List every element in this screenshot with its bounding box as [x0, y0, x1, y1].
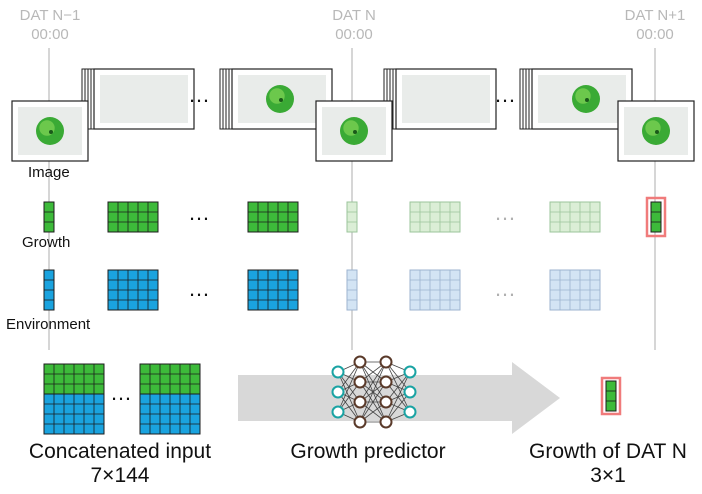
image-stack-2-plant-center [279, 98, 283, 102]
nn-edge-1-2-0 [359, 361, 387, 403]
nn-neuron-2-0 [379, 355, 393, 369]
growth-block-4-bg [549, 201, 601, 233]
growth-block-2-bg [247, 201, 299, 233]
nn-neuron-2-3 [379, 415, 393, 429]
row-label-growth: Growth [22, 234, 71, 251]
growth-target-outline [645, 196, 667, 238]
time-label: 00:00 [31, 26, 69, 43]
nn-neuron-1-2 [353, 395, 367, 409]
nn-neuron-3-0 [403, 365, 417, 379]
time-label: 00:00 [335, 26, 373, 43]
growth-col-dat-n-bg [346, 201, 358, 233]
row-label-environment: Environment [6, 316, 91, 333]
nn-neuron-1-0 [353, 355, 367, 369]
dat-label: DAT N+1 [624, 7, 686, 24]
caption-title: Growth predictor [290, 440, 446, 463]
image-stack-4-plant-center [585, 98, 589, 102]
image-stack-3-photo [402, 75, 490, 123]
image-dat-n-minus-1-plant-center [49, 130, 53, 134]
time-label: 00:00 [636, 26, 674, 43]
growth-block-3-bg [409, 201, 461, 233]
timeline-label-dat-n-plus-1: DAT N+1 00:00 [615, 6, 695, 44]
output-target-outline [600, 376, 622, 416]
growth-col-dat-n-plus-1-bg [650, 201, 662, 233]
nn-edge-1-3-1 [359, 381, 387, 423]
ellipsis-growth-2: … [494, 200, 516, 225]
ellipsis-environment-1: … [188, 276, 210, 301]
ellipsis-growth-1: … [188, 200, 210, 225]
nn-edge-0-2-0 [337, 361, 361, 413]
nn-neuron-1-3 [353, 415, 367, 429]
image-dat-n-plus-1-plant-center [655, 130, 659, 134]
ellipsis-environment-2: … [494, 276, 516, 301]
growth-block-1-bg [107, 201, 159, 233]
caption-title: Concatenated input [28, 440, 212, 463]
output-col-bg [605, 380, 617, 412]
nn-neuron-3-2 [403, 405, 417, 419]
nn-neuron-0-0 [331, 365, 345, 379]
ellipsis-image-2: … [494, 82, 516, 107]
dat-label: DAT N−1 [19, 7, 81, 24]
caption-growth-predictor: Growth predictor [278, 440, 458, 464]
row-label-image: Image [28, 164, 70, 181]
caption-size: 7×144 [90, 464, 150, 487]
ellipsis-image-1: … [188, 82, 210, 107]
nn-neuron-0-1 [331, 385, 345, 399]
caption-size: 3×1 [590, 464, 626, 487]
nn-neuron-1-1 [353, 375, 367, 389]
caption-growth-output: Growth of DAT N 3×1 [518, 440, 698, 488]
nn-neuron-2-1 [379, 375, 393, 389]
nn-neuron-0-2 [331, 405, 345, 419]
caption-concatenated-input: Concatenated input 7×144 [10, 440, 230, 488]
timeline-label-dat-n: DAT N 00:00 [314, 6, 394, 44]
timeline-label-dat-n-minus-1: DAT N−1 00:00 [10, 6, 90, 44]
nn-edge-1-3-0 [359, 361, 387, 423]
growth-col-dat-n-minus-1-bg [43, 201, 55, 233]
image-stack-1-photo [100, 75, 188, 123]
nn-neuron-3-1 [403, 385, 417, 399]
image-dat-n-plant-center [353, 130, 357, 134]
caption-title: Growth of DAT N [529, 440, 687, 463]
nn-neuron-2-2 [379, 395, 393, 409]
nn-edge-2-3-0 [385, 371, 411, 423]
ellipsis-input: … [110, 380, 132, 405]
dat-label: DAT N [332, 7, 376, 24]
